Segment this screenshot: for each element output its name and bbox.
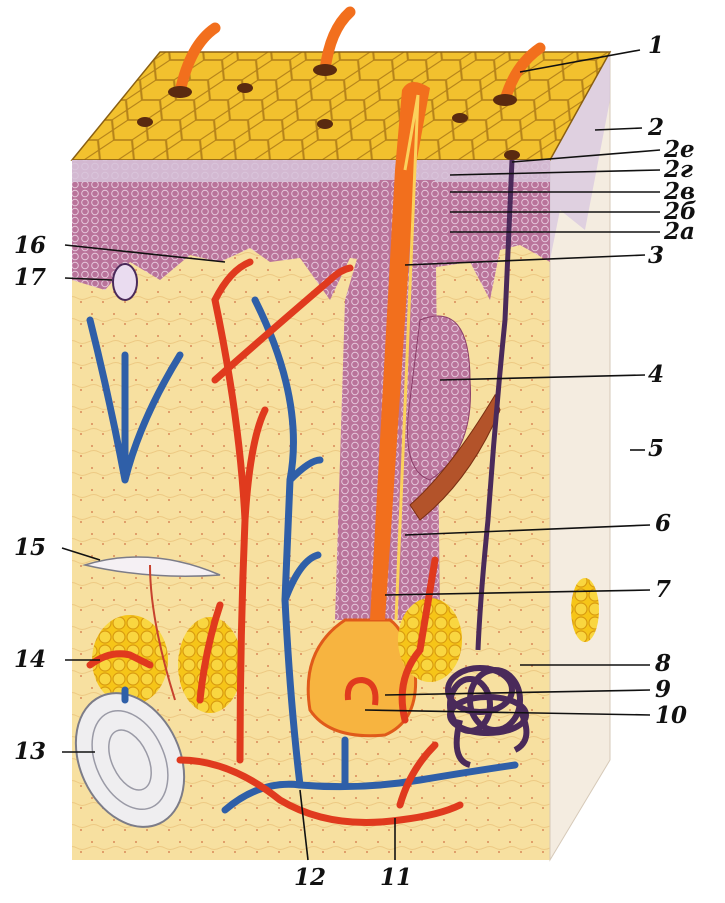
sweat-pore <box>237 83 253 93</box>
label-2: 2 <box>648 116 664 139</box>
label-4: 4 <box>648 363 664 386</box>
label-6: 6 <box>655 512 671 535</box>
label-12: 12 <box>294 866 326 889</box>
label-2a: 2а <box>664 220 695 243</box>
label-5: 5 <box>648 437 664 460</box>
label-10: 10 <box>655 704 687 727</box>
sweat-pore <box>137 117 153 127</box>
label-9: 9 <box>655 678 671 701</box>
skin-surface <box>72 52 610 160</box>
label-15: 15 <box>14 536 46 559</box>
label-13: 13 <box>14 740 46 763</box>
hair-pore <box>313 64 337 76</box>
label-3: 3 <box>648 244 664 267</box>
hair-pore <box>168 86 192 98</box>
label-8: 8 <box>655 652 671 675</box>
stratum-corneum <box>72 160 550 182</box>
tactile-corpuscle <box>113 264 137 300</box>
fat-lobule <box>571 578 599 642</box>
sweat-pore <box>317 119 333 129</box>
label-7: 7 <box>655 578 671 601</box>
label-14: 14 <box>14 648 46 671</box>
label-17: 17 <box>14 266 46 289</box>
label-1: 1 <box>648 34 664 57</box>
sweat-pore <box>504 150 520 160</box>
label-16: 16 <box>14 234 46 257</box>
sweat-pore <box>452 113 468 123</box>
hair-pore <box>493 94 517 106</box>
label-11: 11 <box>380 866 412 889</box>
